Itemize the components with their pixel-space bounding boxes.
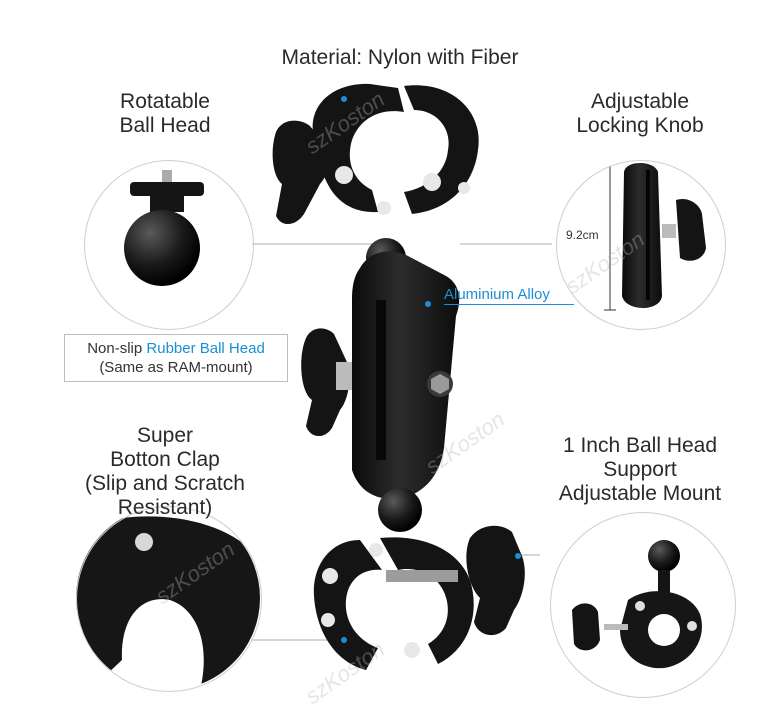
top-knob — [272, 120, 329, 225]
super-clamp-label: Super Botton Clap (Slip and Scratch Resi… — [85, 424, 245, 519]
ball-head-circle — [84, 160, 254, 330]
ball-mount-circle — [550, 512, 736, 698]
clamp-closeup-circle — [76, 506, 262, 692]
middle-knob — [301, 328, 350, 437]
top-clamp — [312, 83, 404, 213]
rotatable-ball-head-label: Rotatable Ball Head — [119, 90, 211, 137]
material-label: Material: Nylon with Fiber — [281, 46, 519, 69]
bottom-knob — [466, 525, 525, 636]
adjustable-knob-label: Adjustable Locking Knob — [576, 90, 704, 137]
dimension-label: 9.2cm — [566, 228, 599, 242]
connector-lines — [252, 243, 552, 641]
alloy-underline — [444, 304, 574, 305]
rubber-ball-callout: Non-slip Rubber Ball Head (Same as RAM-m… — [64, 334, 288, 382]
inch-ball-head-label: 1 Inch Ball Head Support Adjustable Moun… — [558, 434, 722, 505]
locking-knob-circle — [556, 160, 726, 330]
aluminium-alloy-label: Aluminium Alloy — [444, 286, 550, 303]
main-mount — [272, 83, 525, 670]
